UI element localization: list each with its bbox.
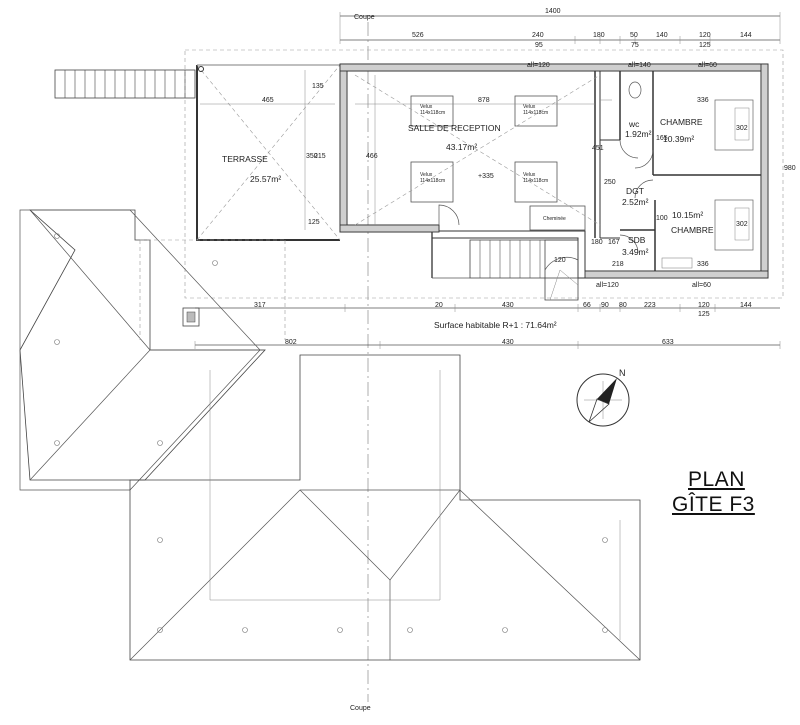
- dim-bottom-317: 317: [254, 302, 266, 309]
- dim-bottom-125: 125: [698, 311, 710, 318]
- dim-451: 451: [592, 145, 604, 152]
- room-wc-area: 1.92m²: [625, 129, 652, 139]
- room-terrasse-area: 25.57m²: [250, 174, 281, 184]
- dim-218: 218: [612, 261, 624, 268]
- room-salle-area: 43.17m²: [446, 142, 477, 152]
- cheminee-label: Cheminée: [543, 216, 566, 222]
- dim-125: 125: [308, 219, 320, 226]
- dim-top-3: 180: [593, 32, 605, 39]
- dim-top-2: 240: [532, 32, 544, 39]
- dim-135: 135: [312, 83, 324, 90]
- dim-bottom-430: 430: [502, 302, 514, 309]
- dim-980: 980: [784, 165, 796, 172]
- dim-466: 466: [366, 153, 378, 160]
- dim-302b: 302: [736, 221, 748, 228]
- section-label-bottom: Coupe: [350, 705, 371, 712]
- dim-top-2b: 95: [535, 42, 543, 49]
- top-dimension-lines: [339, 12, 781, 44]
- room-sdb-area: 3.49m²: [622, 247, 649, 257]
- window-allege-1: all=120: [527, 62, 550, 69]
- dim-top-5: 140: [656, 32, 668, 39]
- dim-465: 465: [262, 97, 274, 104]
- window-allege-5: all=60: [692, 282, 711, 289]
- dim-120: 120: [554, 257, 566, 264]
- dim-bottom-90: 90: [601, 302, 609, 309]
- external-stair: [54, 69, 196, 99]
- dim-bottom-144: 144: [740, 302, 752, 309]
- dim-top-6: 120: [699, 32, 711, 39]
- dim-ext-802: 802: [285, 339, 297, 346]
- bottom-dimension-lines: [194, 304, 781, 349]
- level-mark: +335: [478, 173, 494, 180]
- building-walls: [339, 63, 769, 279]
- dim-top-7: 144: [740, 32, 752, 39]
- dim-336a: 336: [697, 97, 709, 104]
- dim-350: 350: [306, 153, 318, 160]
- window-allege-3: all=60: [698, 62, 717, 69]
- dim-top-4: 50: [630, 32, 638, 39]
- room-sdb-name: SDB: [628, 235, 646, 245]
- salle-roof-lines: [354, 74, 601, 226]
- upper-floor-outline: [184, 49, 784, 299]
- room-chambre1-name: CHAMBRE: [660, 117, 703, 127]
- plan-title-line2: GÎTE F3: [672, 493, 755, 516]
- room-terrasse-name: TERRASSE: [222, 154, 268, 164]
- dim-top-6b: 125: [699, 42, 711, 49]
- room-dgt-name: DGT: [626, 186, 644, 196]
- dim-ext-633: 633: [662, 339, 674, 346]
- dim-336b: 336: [697, 261, 709, 268]
- dim-167: 167: [608, 239, 620, 246]
- room-dgt-area: 2.52m²: [622, 197, 649, 207]
- dim-bottom-120: 120: [698, 302, 710, 309]
- room-wc-name: wc: [628, 119, 640, 129]
- dim-302: 302: [736, 125, 748, 132]
- plan-title-line1: PLAN: [688, 468, 745, 491]
- room-chambre1-area: 10.39m²: [663, 134, 694, 144]
- dim-100: 100: [656, 215, 668, 222]
- room-chambre2-name: CHAMBRE: [671, 225, 714, 235]
- dim-bottom-80: 80: [619, 302, 627, 309]
- dim-top-4b: 75: [631, 42, 639, 49]
- window-allege-4: all=120: [596, 282, 619, 289]
- section-label-top: Coupe: [354, 14, 375, 21]
- compass-north-label: N: [619, 368, 626, 378]
- window-allege-2: all=140: [628, 62, 651, 69]
- north-compass: [576, 373, 630, 427]
- room-salle-name: SALLE DE RECEPTION: [408, 123, 501, 133]
- dim-165: 165: [656, 135, 668, 142]
- dim-ext-430: 430: [502, 339, 514, 346]
- dim-180: 180: [591, 239, 603, 246]
- dim-top-1: 526: [412, 32, 424, 39]
- dim-top-total: 1400: [545, 8, 561, 15]
- dim-bottom-223: 223: [644, 302, 656, 309]
- dim-bottom-20: 20: [435, 302, 443, 309]
- interior-stair: [431, 232, 579, 301]
- dim-250: 250: [604, 179, 616, 186]
- surface-total: Surface habitable R+1 : 71.64m²: [434, 320, 557, 330]
- dim-bottom-66: 66: [583, 302, 591, 309]
- dim-878: 878: [478, 97, 490, 104]
- velux-windows: [410, 95, 586, 231]
- room-chambre2-area: 10.15m²: [672, 210, 703, 220]
- roof-plan: [19, 209, 641, 661]
- dim-215: 215: [314, 153, 326, 160]
